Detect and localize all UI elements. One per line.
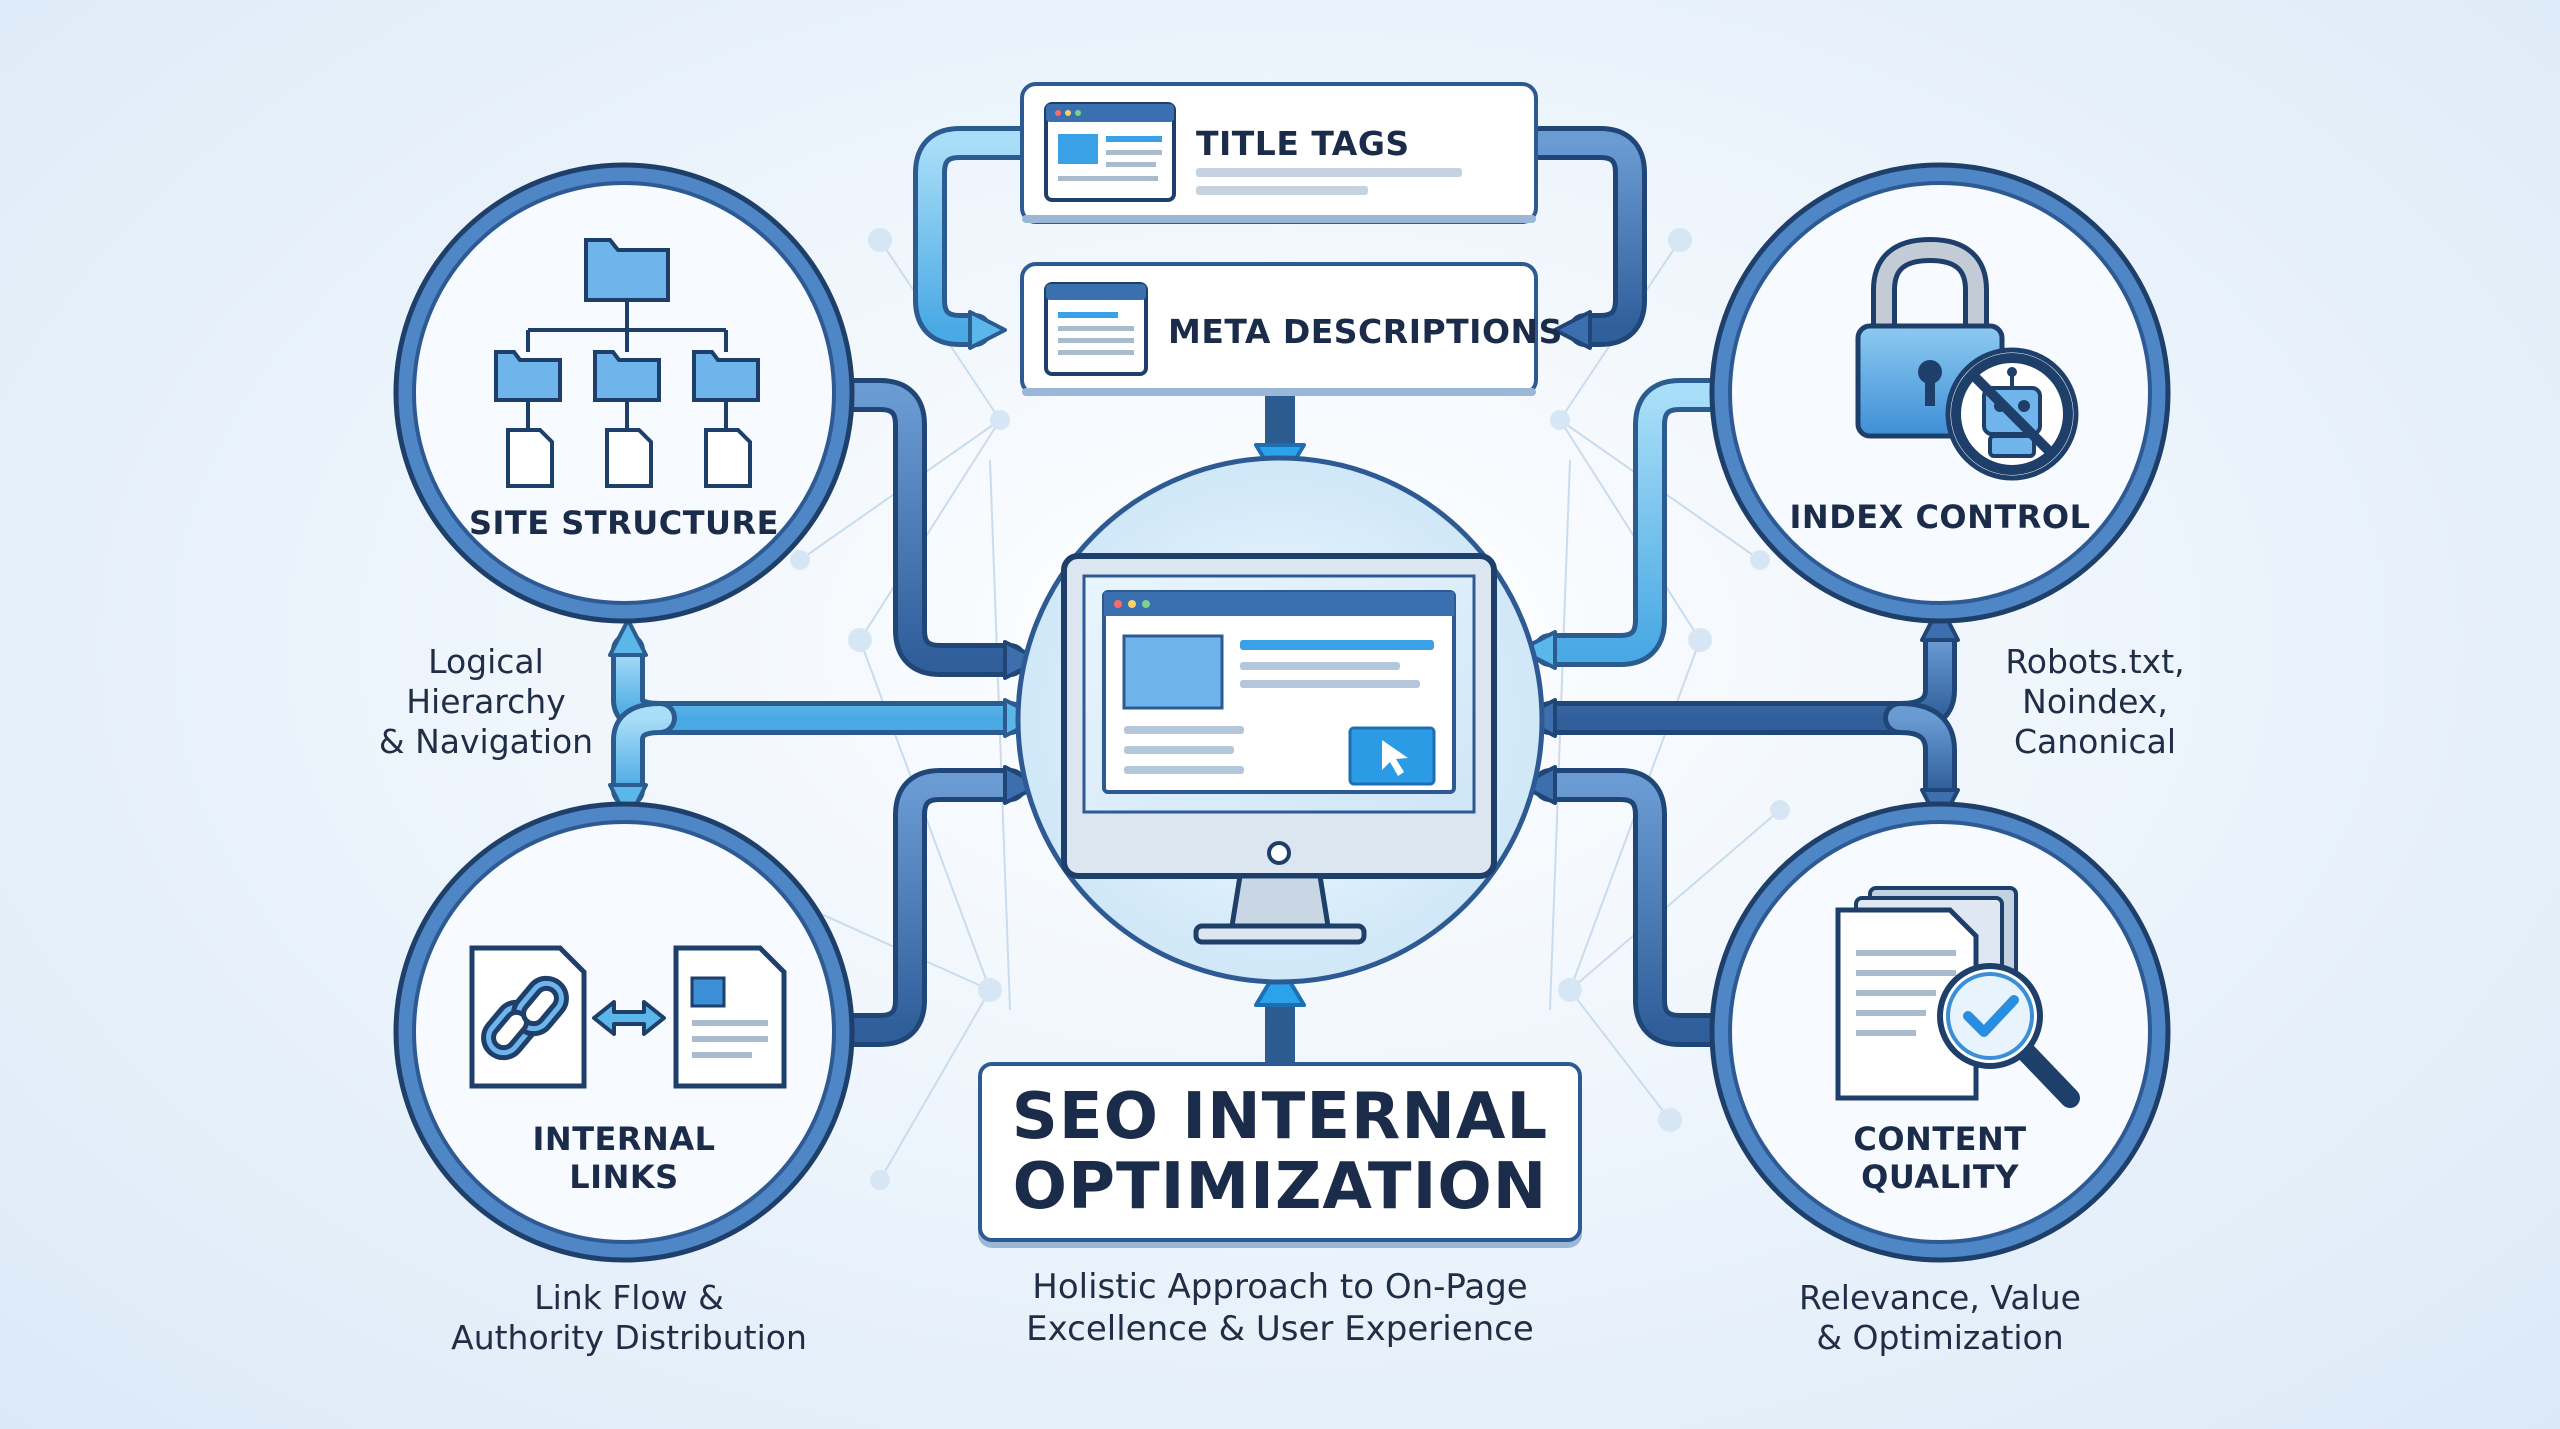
webpage-icon: [1044, 102, 1176, 202]
connector-tubes: [611, 126, 1957, 1075]
document-icon: [673, 945, 787, 1089]
internal-links-note-line2: Authority Distribution: [451, 1318, 807, 1357]
main-title-box: SEO INTERNAL OPTIMIZATION: [978, 1062, 1582, 1242]
internal-links-note-line1: Link Flow &: [534, 1278, 724, 1317]
main-title-line2: OPTIMIZATION: [1012, 1150, 1548, 1224]
index-control-node: [1709, 162, 2171, 624]
site-structure-note-line2: Hierarchy: [406, 682, 566, 721]
site-structure-note-line3: & Navigation: [378, 722, 594, 761]
arrow-to-meta-right: [1553, 310, 1592, 350]
webpage-icon: [1044, 282, 1148, 376]
title-tags-label: TITLE TAGS: [1196, 124, 1410, 163]
no-robot-icon: [1945, 347, 2079, 481]
index-control-note-line2: Noindex,: [2022, 682, 2168, 721]
content-quality-label-line2: QUALITY: [1861, 1158, 2019, 1196]
content-quality-node: [1709, 801, 2171, 1263]
internal-links-note: Link Flow & Authority Distribution: [424, 1278, 834, 1358]
internal-links-label: INTERNAL LINKS: [464, 1120, 784, 1196]
magnifier-check-icon: [1937, 963, 2080, 1108]
main-subtitle-line2: Excellence & User Experience: [1026, 1309, 1534, 1349]
arrow-to-meta-left: [968, 310, 1007, 350]
meta-descriptions-card: [1020, 262, 1538, 396]
content-quality-note: Relevance, Value & Optimization: [1780, 1278, 2100, 1358]
internal-links-node: [393, 801, 855, 1263]
site-structure-label: SITE STRUCTURE: [468, 504, 780, 542]
main-title-line1: SEO INTERNAL: [1011, 1080, 1549, 1154]
content-quality-note-line1: Relevance, Value: [1799, 1278, 2081, 1317]
index-control-note-line3: Canonical: [2014, 722, 2176, 761]
background-nodes: [778, 228, 1790, 1190]
site-structure-note: Logical Hierarchy & Navigation: [346, 642, 626, 762]
meta-descriptions-label: META DESCRIPTIONS: [1168, 312, 1563, 351]
index-control-note-line1: Robots.txt,: [2005, 642, 2185, 681]
title-tags-card: [1020, 82, 1538, 224]
site-structure-node: [393, 162, 855, 624]
monitor-icon: [1061, 553, 1497, 945]
internal-links-label-line2: LINKS: [569, 1158, 679, 1196]
content-quality-label: CONTENT QUALITY: [1780, 1120, 2100, 1196]
internal-links-label-line1: INTERNAL: [532, 1120, 716, 1158]
content-quality-note-line2: & Optimization: [1816, 1318, 2064, 1357]
content-quality-label-line1: CONTENT: [1853, 1120, 2027, 1158]
main-subtitle-line1: Holistic Approach to On-Page: [1032, 1267, 1528, 1307]
double-arrow-icon: [592, 1000, 666, 1036]
chain-link-icon: [481, 975, 569, 1061]
center-hub: [1015, 455, 1545, 985]
index-control-label: INDEX CONTROL: [1789, 498, 2091, 536]
cursor-icon: [1382, 740, 1408, 776]
arrow-up-to-monitor: [1254, 963, 1306, 1007]
folder-tree-icon: [494, 238, 760, 488]
main-subtitle: Holistic Approach to On-Page Excellence …: [930, 1266, 1630, 1350]
site-structure-note-line1: Logical: [428, 642, 544, 681]
index-control-note: Robots.txt, Noindex, Canonical: [1970, 642, 2220, 762]
